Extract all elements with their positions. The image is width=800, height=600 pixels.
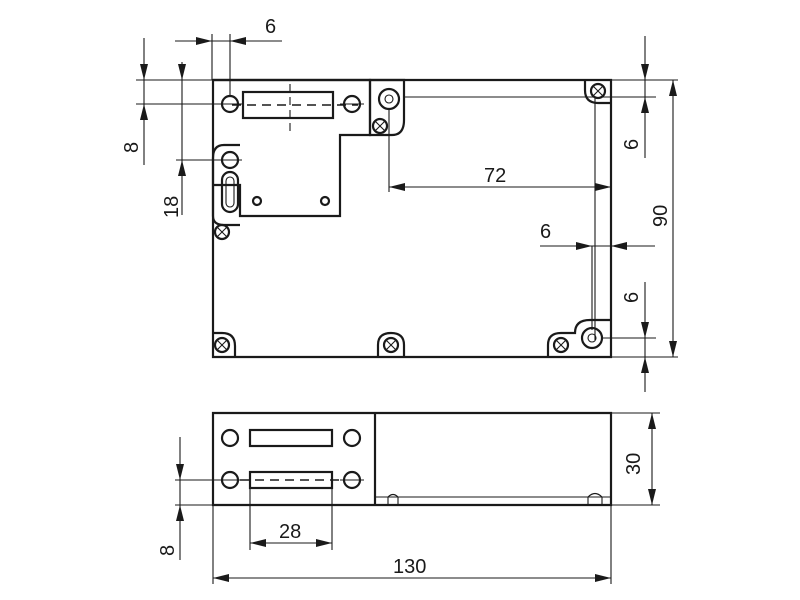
housing-outline bbox=[211, 78, 613, 359]
dim-label-right-hole-offset-bottom: 6 bbox=[621, 292, 643, 303]
actuator-slot bbox=[241, 90, 335, 120]
plate-hole-right bbox=[340, 94, 364, 114]
top-view: 6 8 18 72 bbox=[121, 16, 678, 392]
side-foot-right bbox=[587, 492, 603, 505]
side-foot-left bbox=[387, 493, 399, 505]
dim-slot-length: 28 bbox=[249, 488, 333, 550]
dim-right-hole-offset-h: 6 bbox=[540, 221, 655, 330]
plate-hole-left bbox=[218, 94, 242, 114]
dim-label-top-hole-offset: 6 bbox=[265, 16, 276, 38]
dim-label-width: 130 bbox=[393, 556, 426, 578]
screw-bottom-left bbox=[213, 331, 237, 357]
side-slot-top bbox=[248, 428, 334, 448]
dim-label-right-hole-offset-h: 6 bbox=[540, 221, 551, 243]
dim-right-hole-offset-bottom: 6 bbox=[602, 282, 656, 392]
side-hole-top-left bbox=[220, 428, 240, 448]
mount-boss-top-left bbox=[368, 78, 406, 137]
side-hole-top-right bbox=[342, 428, 362, 448]
dim-label-mount-hole-spacing: 72 bbox=[484, 165, 506, 187]
dim-depth: 30 bbox=[611, 412, 660, 506]
dim-label-height: 90 bbox=[650, 205, 672, 227]
slotted-hole bbox=[220, 170, 240, 214]
dim-slot-offset: 18 bbox=[161, 62, 222, 218]
screw-left-mid bbox=[213, 223, 231, 241]
dim-height: 90 bbox=[611, 80, 678, 358]
mount-hole-bottom-right bbox=[580, 326, 604, 350]
dim-right-hole-offset-top: 6 bbox=[600, 36, 678, 158]
screw-bottom-right bbox=[546, 318, 611, 357]
side-view: 30 28 8 130 bbox=[157, 411, 660, 584]
dim-label-slot-length: 28 bbox=[279, 521, 301, 543]
screw-bottom-mid bbox=[376, 331, 406, 357]
dim-side-hole-offset: 8 bbox=[157, 437, 222, 560]
screw-top-mid bbox=[371, 117, 389, 135]
dim-label-right-hole-offset-top: 6 bbox=[621, 139, 643, 150]
slotted-hole-inner bbox=[225, 176, 235, 208]
plate-rivet-right bbox=[319, 195, 331, 207]
dim-top-hole-offset: 6 bbox=[175, 16, 282, 96]
dim-label-slot-offset: 18 bbox=[161, 196, 183, 218]
dim-label-side-hole-offset: 8 bbox=[157, 545, 179, 556]
plate-rivet-left bbox=[251, 195, 263, 207]
mount-hole-top-left bbox=[377, 87, 401, 111]
dim-label-left-hole-offset: 8 bbox=[121, 142, 143, 153]
side-outline bbox=[211, 411, 613, 507]
side-hole-bottom-right bbox=[340, 470, 364, 490]
dim-label-depth: 30 bbox=[623, 453, 645, 475]
screw-top-right bbox=[583, 80, 611, 105]
dim-left-hole-offset: 8 bbox=[121, 38, 220, 165]
dim-mount-hole-spacing: 72 bbox=[388, 110, 611, 192]
dim-width: 130 bbox=[212, 505, 612, 584]
